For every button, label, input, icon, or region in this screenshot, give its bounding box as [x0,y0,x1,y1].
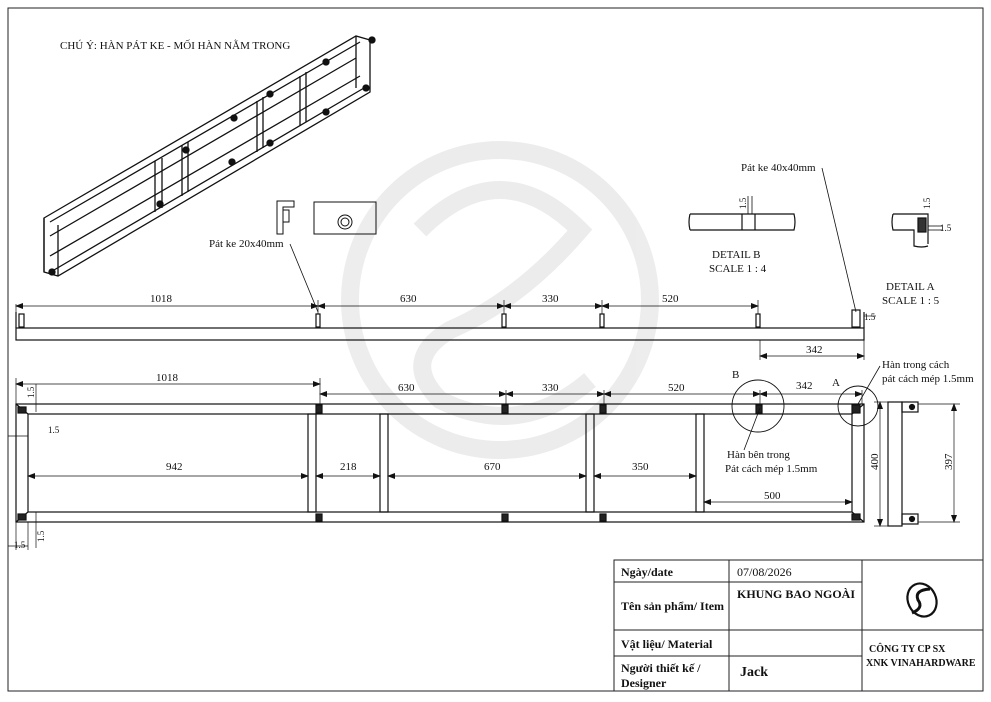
dim-side-397: 397 [943,453,955,470]
dim-top-330: 330 [542,293,559,305]
top-view [15,309,865,341]
title-block [613,559,984,692]
dim-front-670: 670 [484,461,501,473]
company-logo [906,582,938,618]
material-label: Vật liệu/ Material [621,637,713,651]
label-detail-b: B [732,369,739,381]
detail-b-title: DETAIL B [712,249,761,261]
label-detail-a: A [832,377,840,389]
dim-top-gap: 1.5 [864,312,876,322]
product-label: Tên sản phẩm/ Item [621,599,724,613]
company-name-2: XNK VINAHARDWARE [866,658,976,669]
front-view [15,379,879,523]
dim-side-400: 400 [869,453,881,470]
dim-front-630: 630 [398,382,415,394]
dim-front-350: 350 [632,461,649,473]
dim-front-gap-tl: 1.5 [26,386,36,398]
callout-han-ben-trong: Hàn bên trong Pát cách mép 1.5mm [725,407,818,475]
svg-text:Pát ke 40x40mm: Pát ke 40x40mm [741,162,816,174]
dim-front-1018: 1018 [156,372,179,384]
svg-text:Hàn bên trong: Hàn bên trong [727,449,790,461]
dim-front-520: 520 [668,382,685,394]
dim-front-218: 218 [340,461,357,473]
front-view-dims [8,378,863,550]
dim-top-520: 520 [662,293,679,305]
weld-note: CHÚ Ý: HÀN PÁT KE - MỐI HÀN NẰM TRONG [60,39,290,52]
side-view-dims [874,401,960,527]
dim-front-gap-l: 1.5 [48,425,60,435]
dim-front-942: 942 [166,461,183,473]
detail-a-title: DETAIL A [886,281,935,293]
dim-front-gap-b: 1.5 [14,540,26,550]
dim-top-342: 342 [806,344,823,356]
detail-a-dim-h: 1.5 [940,223,952,233]
date-label: Ngày/date [621,565,674,579]
sheet-border [7,7,984,692]
designer-value: Jack [740,665,768,680]
detail-b-scale: SCALE 1 : 4 [709,263,767,275]
svg-text:pát cách mép 1.5mm: pát cách mép 1.5mm [882,373,974,385]
detail-a-scale: SCALE 1 : 5 [882,295,940,307]
company-name-1: CÔNG TY CP SX [869,642,946,655]
svg-text:Pát ke 20x40mm: Pát ke 20x40mm [209,238,284,250]
bracket-views [276,200,377,235]
callout-pat-ke-20: Pát ke 20x40mm [209,238,319,313]
detail-a-dim-v: 1.5 [922,197,932,209]
svg-text:Pát cách mép 1.5mm: Pát cách mép 1.5mm [725,463,818,475]
side-view [887,401,919,527]
designer-label-2: Designer [621,676,667,690]
dim-top-630: 630 [400,293,417,305]
svg-text:Hàn trong cách: Hàn trong cách [882,359,950,371]
dim-top-1018: 1018 [150,293,173,305]
detail-b-dim: 1.5 [738,197,748,209]
top-view-dims [15,300,876,360]
dim-front-330: 330 [542,382,559,394]
dim-front-342: 342 [796,380,813,392]
isometric-frame [43,35,376,277]
detail-a-view [891,213,942,248]
callout-pat-ke-40: Pát ke 40x40mm [741,162,857,313]
dim-front-500: 500 [764,490,781,502]
date-value: 07/08/2026 [737,565,792,579]
callout-han-trong: Hàn trong cách pát cách mép 1.5mm [857,359,974,405]
dim-front-gap-bl: 1.5 [36,530,46,542]
product-value: KHUNG BAO NGOÀI [737,587,855,601]
detail-b-view [688,196,796,231]
designer-label: Người thiết kế / [621,661,701,675]
